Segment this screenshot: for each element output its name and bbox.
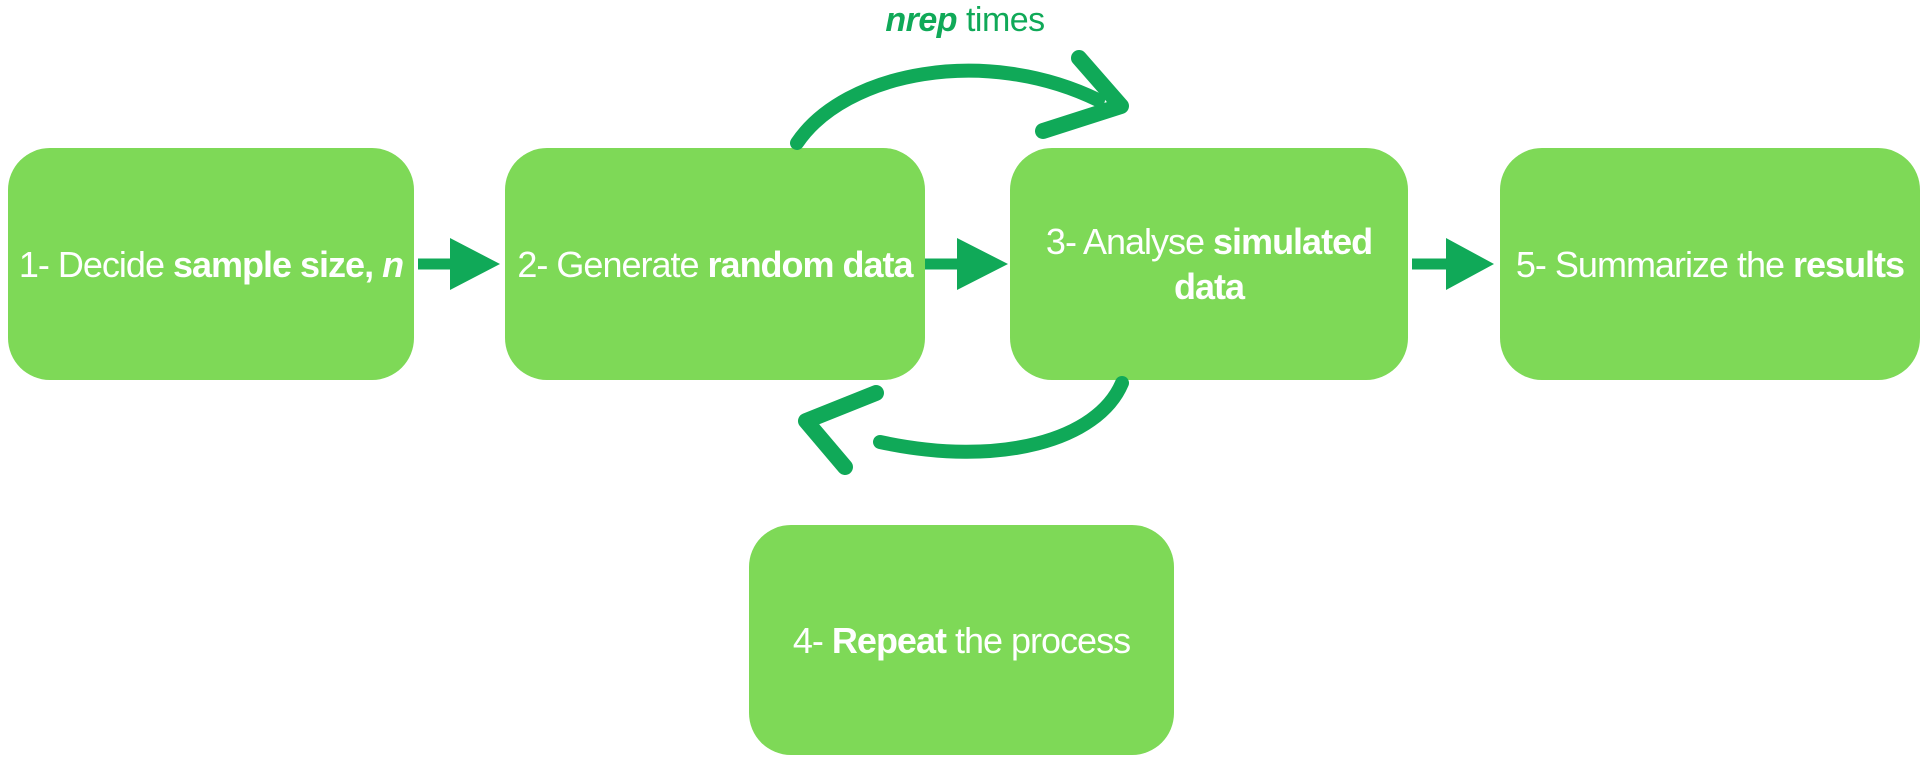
cycle-arrow-back-icon <box>798 376 1129 475</box>
step-box-label: 4- Repeat the process <box>792 619 1131 661</box>
nrep-times-label: nrep times <box>885 1 1045 39</box>
step-box-label: 5- Summarize the results <box>1515 243 1905 285</box>
flow-arrow-step3-to-step5-icon <box>1412 238 1494 290</box>
cycle-arrow-forward-icon <box>790 50 1129 150</box>
step-box-summarize-results: 5- Summarize the results <box>1500 148 1920 380</box>
step-box-label: 2- Generate random data <box>517 243 913 285</box>
step-box-analyse-simulated-data: 3- Analyse simulated data <box>1010 148 1408 380</box>
step-box-generate-random-data: 2- Generate random data <box>505 148 925 380</box>
step-box-label: 1- Decide sample size, n <box>18 243 404 285</box>
step-box-repeat-the-process: 4- Repeat the process <box>749 525 1174 755</box>
flow-arrow-step1-to-step2-icon <box>418 238 500 290</box>
step-box-decide-sample-size: 1- Decide sample size, n <box>8 148 414 380</box>
flow-arrow-step2-to-step3-icon <box>925 238 1008 290</box>
step-box-label: 3- Analyse simulated data <box>1045 221 1373 307</box>
